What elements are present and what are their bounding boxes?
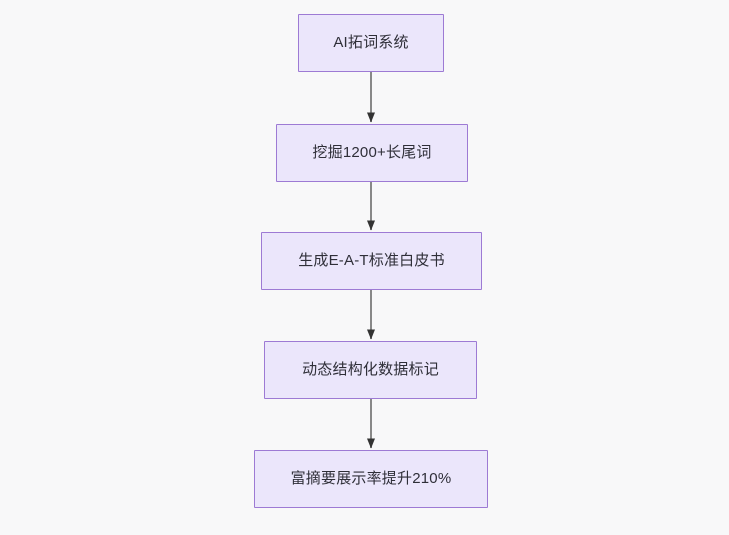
flow-node-label: AI拓词系统 xyxy=(333,34,409,51)
flow-node-rich-snippet-impression-uplift[interactable]: 富摘要展示率提升210% xyxy=(254,450,488,508)
flow-node-generate-eat-whitepaper[interactable]: 生成E-A-T标准白皮书 xyxy=(261,232,482,290)
flow-node-dynamic-structured-data-markup[interactable]: 动态结构化数据标记 xyxy=(264,341,477,399)
flow-node-label: 生成E-A-T标准白皮书 xyxy=(298,252,445,269)
flow-node-ai-keyword-system[interactable]: AI拓词系统 xyxy=(298,14,444,72)
flow-node-label: 富摘要展示率提升210% xyxy=(290,470,452,487)
flow-node-label: 动态结构化数据标记 xyxy=(302,361,439,378)
flow-node-label: 挖掘1200+长尾词 xyxy=(312,144,432,161)
flow-node-mine-longtail-keywords[interactable]: 挖掘1200+长尾词 xyxy=(276,124,468,182)
